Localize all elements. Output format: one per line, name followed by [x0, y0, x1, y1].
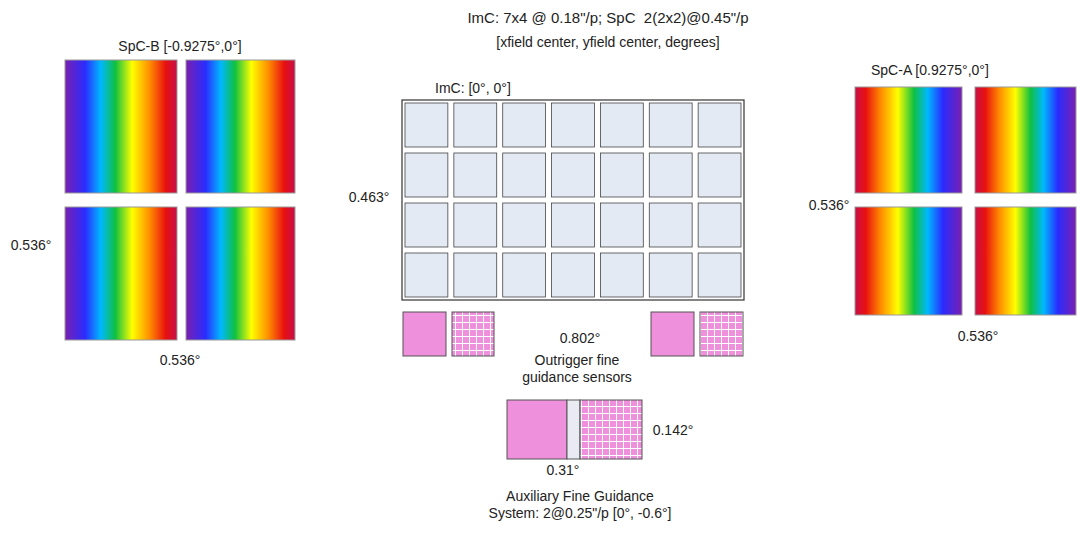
spectral-panels — [65, 60, 1076, 340]
detector-cell — [405, 103, 448, 147]
dimension-label: 0.536° — [809, 197, 850, 214]
node-heading: SpC-A [0.9275°,0°] — [871, 62, 1076, 79]
node-heading: ImC: [0°, 0°] — [435, 80, 744, 97]
detector-cell — [600, 253, 643, 297]
dimension-label: 0.463° — [349, 189, 390, 206]
diagram-title: ImC: 7x4 @ 0.18"/p; SpC 2(2x2)@0.45"/p — [467, 9, 748, 27]
detector-cell — [405, 203, 448, 247]
detector-cell — [552, 153, 595, 197]
detector-cell — [649, 253, 692, 297]
dimension-label: 0.536° — [11, 237, 52, 254]
detector-cell — [649, 103, 692, 147]
detector-cell — [503, 153, 546, 197]
detector-cell — [503, 103, 546, 147]
detector-cell — [552, 103, 595, 147]
spectrometer-camera: SpC-B [-0.9275°,0°] — [65, 38, 295, 340]
detector-cell — [600, 203, 643, 247]
guidance-system: Auxiliary Fine Guidance System: 2@0.25"/… — [482, 398, 678, 522]
node-heading: SpC-B [-0.9275°,0°] — [65, 38, 295, 55]
dimension-label: 0.31° — [547, 462, 580, 479]
detector-cell — [454, 153, 497, 197]
detector-cell — [649, 153, 692, 197]
detector-cell — [552, 253, 595, 297]
imager-camera: ImC: [0°, 0°] — [402, 80, 744, 300]
detector-cell — [503, 203, 546, 247]
detector-cell — [600, 153, 643, 197]
detector-cell — [405, 153, 448, 197]
group-label: Outrigger fine guidance sensors — [515, 352, 639, 386]
detector-cell — [600, 103, 643, 147]
detector-cell — [698, 253, 741, 297]
detector-cell — [405, 253, 448, 297]
detector-cell — [649, 203, 692, 247]
detector-cell — [503, 253, 546, 297]
imager-grid — [402, 100, 744, 300]
dimension-label: 0.802° — [560, 330, 601, 347]
dimension-label: 0.536° — [958, 328, 999, 345]
detector-cell — [454, 103, 497, 147]
node-heading: Auxiliary Fine Guidance System: 2@0.25"/… — [482, 488, 678, 522]
detector-cell — [698, 203, 741, 247]
detector-cell — [454, 253, 497, 297]
detector-cell — [454, 203, 497, 247]
imager-outline — [402, 100, 744, 300]
subtitle-label: [xfield center, yfield center, degrees] — [496, 34, 719, 51]
fine-guidance-sensors — [403, 312, 743, 459]
spectrometer-camera: SpC-A [0.9275°,0°] — [855, 62, 1076, 315]
detector-cell — [698, 103, 741, 147]
dimension-label: 0.142° — [653, 422, 694, 439]
detector-cell — [698, 153, 741, 197]
dimension-label: 0.536° — [160, 352, 201, 369]
detector-cell — [552, 203, 595, 247]
